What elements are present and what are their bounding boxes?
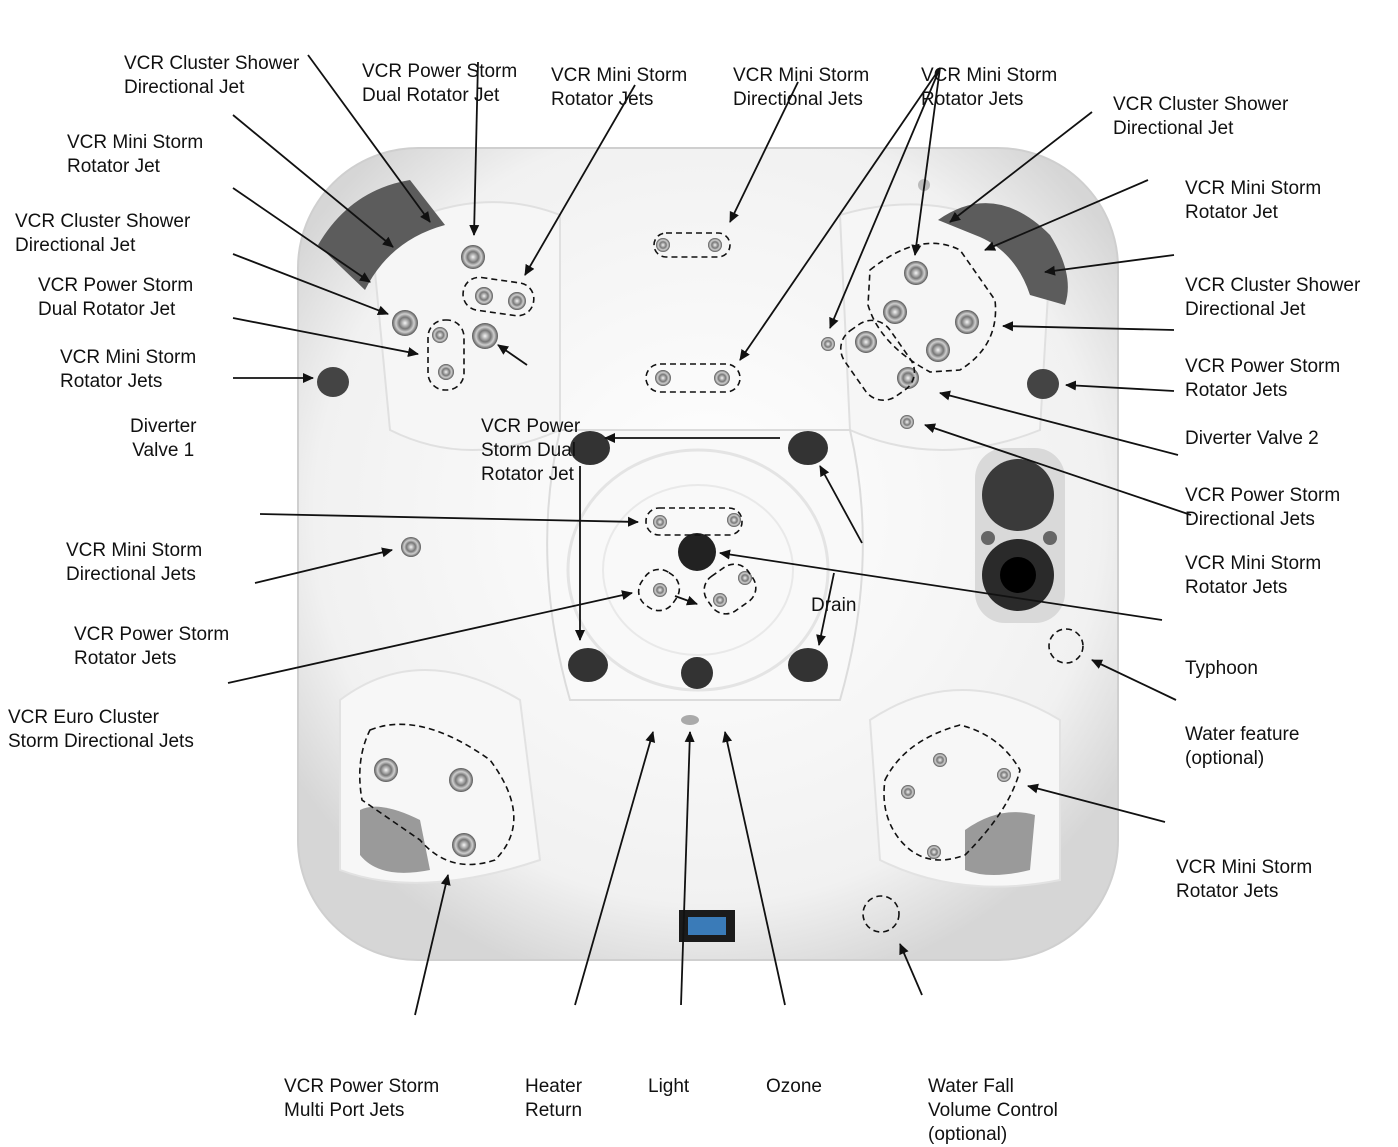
label-diverter-valve-2: Diverter Valve 2 [1185, 428, 1319, 449]
label-water-feature: Water feature(optional) [1185, 724, 1300, 769]
jets [374, 238, 1011, 859]
spa-diagram [227, 54, 1192, 1016]
label-ozone: Ozone [766, 1076, 822, 1097]
jet-groupings [358, 232, 1084, 933]
label-typhoon: Typhoon [1185, 658, 1258, 679]
label-light: Light [648, 1076, 690, 1097]
leader-lines [227, 54, 1192, 1016]
label-drain: Drain [811, 595, 857, 616]
spa-tub [297, 147, 1119, 961]
